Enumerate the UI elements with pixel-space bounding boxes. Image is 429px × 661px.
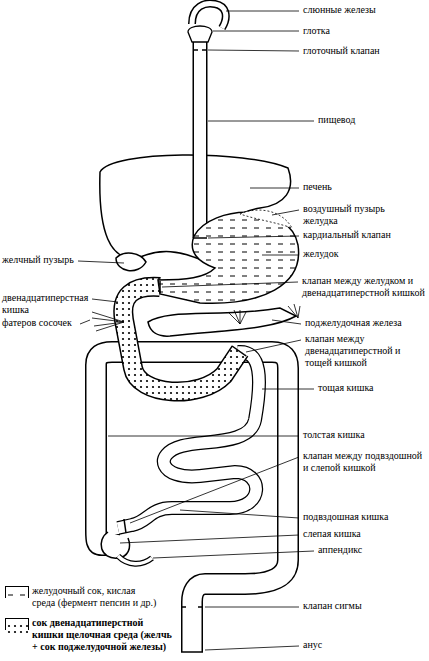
label-text: печень [303, 181, 332, 192]
label-text: глоточный клапан [303, 45, 380, 56]
part-label: тощая кишка [318, 382, 426, 394]
label-text: слюнные железы [303, 4, 376, 15]
label-text: двенадцатиперстная кишка [2, 292, 88, 315]
label-text: анус [303, 639, 322, 650]
legend-swatch [5, 586, 29, 598]
part-label: пищевод [318, 114, 426, 126]
part-label: желудок [303, 248, 427, 260]
part-label: двенадцатиперстная кишка [2, 292, 92, 316]
label-text: поджелудочная железа [305, 317, 402, 328]
label-text: клапан сигмы [303, 600, 362, 611]
legend-entry: сок двенадцатиперстной кишки щелочная ср… [32, 617, 174, 653]
part-label: поджелудочная железа [305, 317, 427, 329]
swatch-pattern [6, 623, 28, 633]
part-label: клапан между двенадцатиперстной и тощей … [305, 333, 427, 369]
part-label: толстая кишка [303, 429, 427, 441]
part-label: клапан сигмы [303, 600, 427, 612]
label-text: фатеров сосочек [2, 317, 72, 328]
part-label: слепая кишка [303, 528, 427, 540]
label-text: тощая кишка [318, 382, 374, 393]
part-label: кардиальный клапан [303, 229, 427, 241]
part-label: глотка [303, 25, 427, 37]
part-label: воздушный пузырь желудка [303, 203, 403, 227]
part-label: клапан между желудком и двенадцатиперстн… [302, 275, 427, 299]
part-label: печень [303, 181, 427, 193]
label-text: подвздошная кишка [303, 511, 388, 522]
label-text: толстая кишка [303, 429, 365, 440]
part-label: анус [303, 639, 427, 651]
part-label: слюнные железы [303, 4, 427, 16]
swatch-pattern [6, 591, 28, 601]
label-text: клапан между подвздошной и слепой кишкой [303, 450, 422, 473]
label-text: желудок [303, 248, 339, 259]
part-label: аппендикс [318, 544, 426, 556]
part-label: глоточный клапан [303, 45, 427, 57]
label-text: клапан между желудком и двенадцатиперстн… [302, 275, 425, 298]
label-text: воздушный пузырь желудка [303, 203, 385, 226]
legend-swatch [5, 618, 29, 630]
part-label: фатеров сосочек [2, 317, 80, 329]
legend-text: сок двенадцатиперстной кишки щелочная ср… [32, 617, 172, 652]
label-text: глотка [303, 25, 330, 36]
label-text: аппендикс [318, 544, 362, 555]
label-text: клапан между двенадцатиперстной и тощей … [305, 333, 400, 368]
part-label: желчный пузырь [2, 254, 76, 266]
legend-text: желудочный сок, кислая среда (фермент пе… [32, 585, 156, 608]
part-label: клапан между подвздошной и слепой кишкой [303, 450, 427, 474]
label-text: кардиальный клапан [303, 229, 391, 240]
part-label: подвздошная кишка [303, 511, 427, 523]
label-text: слепая кишка [303, 528, 361, 539]
label-text: желчный пузырь [2, 254, 74, 265]
legend-entry: желудочный сок, кислая среда (фермент пе… [32, 585, 160, 609]
label-text: пищевод [318, 114, 355, 125]
